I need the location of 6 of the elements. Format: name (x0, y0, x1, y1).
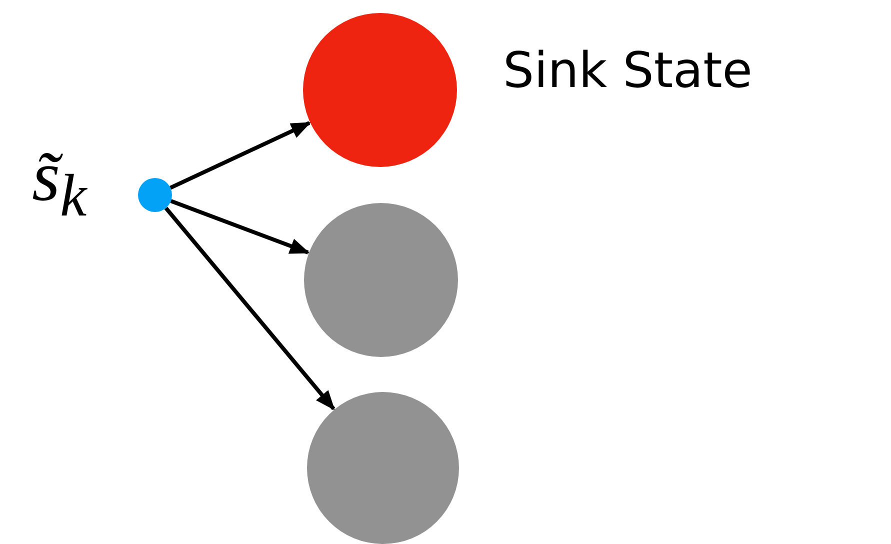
arrow (170, 199, 310, 254)
arrow (170, 121, 312, 190)
arrow (164, 206, 336, 410)
state-circle (138, 178, 172, 212)
caption-text: Sink State (503, 46, 752, 95)
state-label: s̃$_{k}$ (32, 140, 87, 226)
